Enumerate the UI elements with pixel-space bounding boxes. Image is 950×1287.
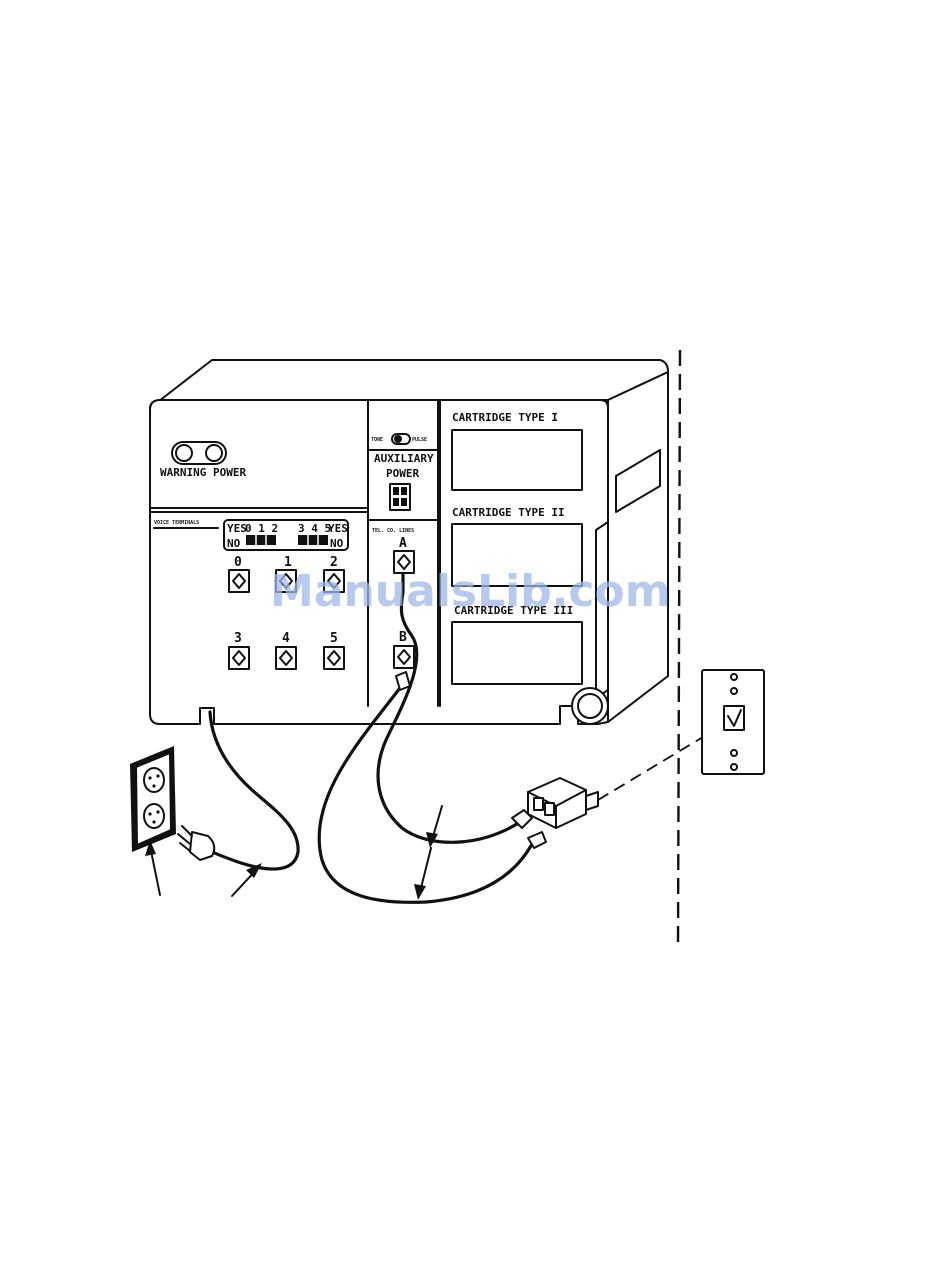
outlet-slot (156, 810, 159, 813)
jack-5-label: 5 (330, 631, 338, 646)
cartridge-slot-3[interactable] (452, 622, 582, 684)
plate-screw (731, 688, 737, 694)
outlet-face (136, 753, 171, 845)
plate-screw (731, 750, 737, 756)
power-lamp (206, 445, 222, 461)
jack-0-label: 0 (234, 555, 242, 570)
no-left-label: NO (227, 537, 241, 550)
no-right-label: NO (330, 537, 344, 550)
auxiliary-power-connector[interactable] (390, 484, 410, 510)
warning-lamp (176, 445, 192, 461)
power-plug (178, 826, 214, 860)
cartridge-panel: CARTRIDGE TYPE I CARTRIDGE TYPE II CARTR… (452, 411, 582, 684)
dip-switch-right[interactable] (298, 535, 328, 545)
power-cord-line (208, 712, 298, 869)
plate-screw (731, 764, 737, 770)
switch-right-digits: 3 4 5 (298, 522, 331, 535)
cartridge-type-1-label: CARTRIDGE TYPE I (452, 411, 558, 424)
power-cord (178, 712, 298, 869)
line-a-label: A (399, 536, 407, 551)
wall-line (678, 350, 680, 945)
telephone-wall-jack (702, 670, 764, 774)
outlet-slot (148, 776, 151, 779)
yes-left-label: YES (227, 522, 247, 535)
voice-jack-3[interactable] (229, 647, 249, 669)
cartridge-slot-1[interactable] (452, 430, 582, 490)
jack-4-label: 4 (282, 631, 290, 646)
wall-outlet (130, 746, 176, 852)
arrow-line-cords (414, 806, 442, 900)
tone-pulse-knob (394, 435, 402, 443)
outlet-receptacle-1 (144, 768, 164, 792)
duplex-adapter (528, 778, 598, 828)
switch-left-digits: 0 1 2 (245, 522, 278, 535)
arrow-power-cord (232, 863, 262, 896)
yes-right-label: YES (328, 522, 348, 535)
dip-switch-left[interactable] (246, 535, 276, 545)
callout-arrows (145, 806, 442, 900)
voice-jack-0[interactable] (229, 570, 249, 592)
watermark: ManualsLib.com (270, 566, 671, 617)
pulse-label: PULSE (412, 437, 427, 443)
plate-screw (731, 674, 737, 680)
voice-terminals-label: VOICE TERMINALS (154, 520, 199, 526)
line-b-label: B (399, 630, 407, 645)
adapter-port-2 (545, 803, 554, 815)
jack-3-label: 3 (234, 631, 242, 646)
auxiliary-label: AUXILIARY (374, 452, 434, 465)
cabinet-side (608, 372, 668, 722)
adapter-port-1 (534, 798, 543, 810)
outlet-slot (152, 820, 155, 823)
tone-label: TONE (371, 437, 383, 443)
warning-power-label: WARNING POWER (160, 466, 246, 479)
outlet-receptacle-2 (144, 804, 164, 828)
outlet-slot (156, 774, 159, 777)
cartridge-type-2-label: CARTRIDGE TYPE II (452, 506, 565, 519)
arrow-outlet (145, 840, 160, 895)
voice-jack-5[interactable] (324, 647, 344, 669)
power-label: POWER (386, 467, 419, 480)
outlet-slot (148, 812, 151, 815)
wall-jack-socket[interactable] (724, 706, 744, 730)
line-jack-b[interactable] (394, 646, 414, 668)
tel-co-lines-label: TEL. CO. LINES (372, 528, 414, 534)
outlet-slot (152, 784, 155, 787)
voice-jack-4[interactable] (276, 647, 296, 669)
